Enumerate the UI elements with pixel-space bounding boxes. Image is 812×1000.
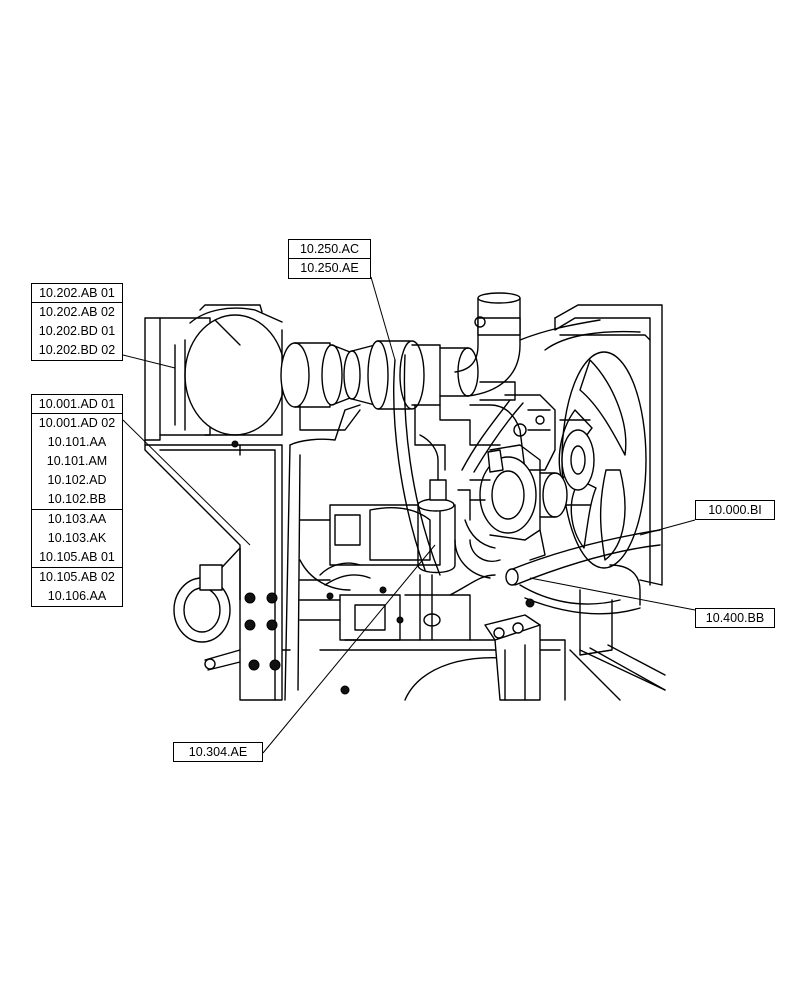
engine-mount-bracket	[144, 439, 291, 701]
fan-shroud	[519, 304, 666, 701]
alternator	[464, 444, 568, 561]
callout-10-202-bd-01[interactable]: 10.202.BD 01	[31, 322, 123, 342]
air-cleaner	[144, 304, 479, 441]
leader-10-202	[122, 354, 176, 369]
callout-10-106-aa[interactable]: 10.106.AA	[31, 587, 123, 607]
callout-10-202-bd-02[interactable]: 10.202.BD 02	[31, 341, 123, 361]
hoses-and-cables	[319, 354, 661, 615]
front-bracket	[484, 598, 541, 701]
callout-10-105-ab-01[interactable]: 10.105.AB 01	[31, 548, 123, 568]
callout-10-000-bi[interactable]: 10.000.BI	[695, 500, 775, 520]
callout-10-250-ae[interactable]: 10.250.AE	[288, 259, 371, 279]
turbo-manifold	[414, 394, 556, 471]
leader-10-000-bi	[639, 519, 696, 536]
callout-10-103-aa[interactable]: 10.103.AA	[31, 510, 123, 530]
cooling-fan	[558, 351, 647, 569]
callout-10-103-ak[interactable]: 10.103.AK	[31, 529, 123, 549]
leader-10-250	[370, 276, 396, 361]
callout-10-101-aa[interactable]: 10.101.AA	[31, 433, 123, 453]
leader-10-400-bb	[529, 577, 696, 611]
callout-10-102-bb[interactable]: 10.102.BB	[31, 490, 123, 510]
callout-10-250-ac[interactable]: 10.250.AC	[288, 239, 371, 259]
leader-10-001	[122, 419, 251, 546]
fuel-filter	[417, 434, 471, 641]
callout-10-304-ae[interactable]: 10.304.AE	[173, 742, 263, 762]
callout-10-101-am[interactable]: 10.101.AM	[31, 452, 123, 472]
callout-10-202-ab-02[interactable]: 10.202.AB 02	[31, 303, 123, 323]
leader-lines	[122, 276, 696, 754]
callout-10-001-ad-01[interactable]: 10.001.AD 01	[31, 394, 123, 414]
leader-10-304-ae	[262, 544, 436, 754]
callout-10-400-bb[interactable]: 10.400.BB	[695, 608, 775, 628]
callout-10-202-ab-01[interactable]: 10.202.AB 01	[31, 283, 123, 303]
callout-10-102-ad[interactable]: 10.102.AD	[31, 471, 123, 491]
callout-10-105-ab-02[interactable]: 10.105.AB 02	[31, 568, 123, 588]
callout-10-001-ad-02[interactable]: 10.001.AD 02	[31, 414, 123, 434]
intake-elbow	[454, 292, 521, 401]
